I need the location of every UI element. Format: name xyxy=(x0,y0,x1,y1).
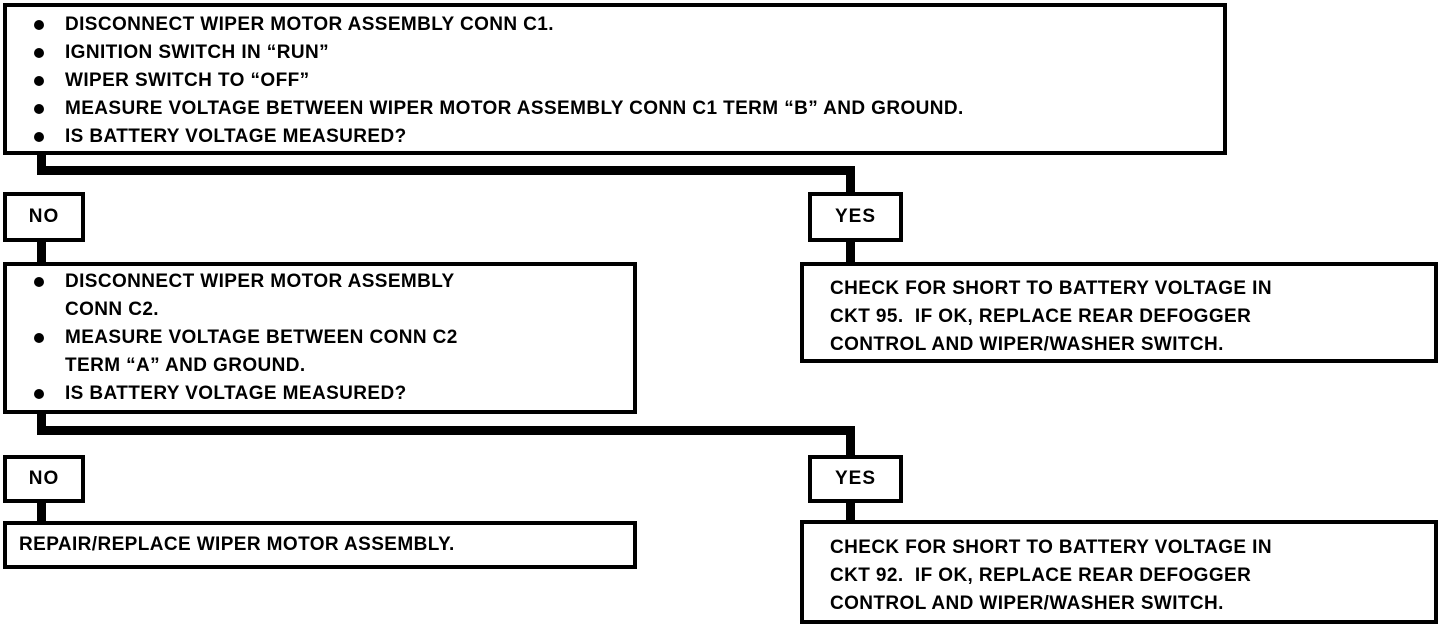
list-item: IS BATTERY VOLTAGE MEASURED? xyxy=(7,380,633,408)
branch2-yes-box: YES xyxy=(808,455,903,503)
list-item-line: WIPER SWITCH TO “OFF” xyxy=(65,70,310,91)
branch1-no-box: NO xyxy=(3,192,85,242)
bullet-icon xyxy=(34,277,44,287)
list-item: IS BATTERY VOLTAGE MEASURED? xyxy=(7,123,1223,151)
connector-line xyxy=(37,166,855,175)
result-yes-action-box: CHECK FOR SHORT TO BATTERY VOLTAGE IN CK… xyxy=(800,520,1438,624)
branch-label: NO xyxy=(28,468,60,489)
connector-line xyxy=(846,166,855,192)
action-line: CKT 92. IF OK, REPLACE REAR DEFOGGER xyxy=(830,565,1252,586)
list-item: MEASURE VOLTAGE BETWEEN WIPER MOTOR ASSE… xyxy=(7,95,1223,123)
connector-line xyxy=(37,503,46,521)
action-line: CONTROL AND WIPER/WASHER SWITCH. xyxy=(830,593,1224,614)
list-item-line: IGNITION SWITCH IN “RUN” xyxy=(65,42,329,63)
connector-line xyxy=(846,426,855,455)
step2-no-instructions-box: DISCONNECT WIPER MOTOR ASSEMBLY CONN C2.… xyxy=(3,262,637,414)
branch-label: NO xyxy=(28,206,60,227)
action-line: CKT 95. IF OK, REPLACE REAR DEFOGGER xyxy=(830,306,1252,327)
connector-line xyxy=(37,155,46,171)
list-item-line: DISCONNECT WIPER MOTOR ASSEMBLY xyxy=(65,271,455,292)
list-item: MEASURE VOLTAGE BETWEEN CONN C2 TERM “A”… xyxy=(7,324,633,380)
branch1-yes-box: YES xyxy=(808,192,903,242)
action-line: CONTROL AND WIPER/WASHER SWITCH. xyxy=(830,334,1224,355)
bullet-icon xyxy=(34,104,44,114)
action-line: REPAIR/REPLACE WIPER MOTOR ASSEMBLY. xyxy=(19,534,455,555)
list-item-line: MEASURE VOLTAGE BETWEEN WIPER MOTOR ASSE… xyxy=(65,98,964,119)
bullet-icon xyxy=(34,76,44,86)
list-item: WIPER SWITCH TO “OFF” xyxy=(7,67,1223,95)
list-item-line: IS BATTERY VOLTAGE MEASURED? xyxy=(65,126,407,147)
list-item: DISCONNECT WIPER MOTOR ASSEMBLY CONN C1. xyxy=(7,11,1223,39)
list-item-line: DISCONNECT WIPER MOTOR ASSEMBLY CONN C1. xyxy=(65,14,554,35)
bullet-icon xyxy=(34,333,44,343)
step1-instructions-box: DISCONNECT WIPER MOTOR ASSEMBLY CONN C1.… xyxy=(3,3,1227,155)
action-line: CHECK FOR SHORT TO BATTERY VOLTAGE IN xyxy=(830,537,1272,558)
list-item: IGNITION SWITCH IN “RUN” xyxy=(7,39,1223,67)
result-no-action-box: REPAIR/REPLACE WIPER MOTOR ASSEMBLY. xyxy=(3,521,637,569)
list-item-line: CONN C2. xyxy=(65,299,159,320)
list-item: DISCONNECT WIPER MOTOR ASSEMBLY CONN C2. xyxy=(7,268,633,324)
connector-line xyxy=(37,242,46,262)
bullet-icon xyxy=(34,48,44,58)
connector-line xyxy=(37,426,855,435)
list-item-line: IS BATTERY VOLTAGE MEASURED? xyxy=(65,383,407,404)
connector-line xyxy=(846,503,855,520)
list-item-line: MEASURE VOLTAGE BETWEEN CONN C2 xyxy=(65,327,458,348)
branch-label: YES xyxy=(834,468,877,489)
bullet-icon xyxy=(34,132,44,142)
action-line: CHECK FOR SHORT TO BATTERY VOLTAGE IN xyxy=(830,278,1272,299)
list-item-line: TERM “A” AND GROUND. xyxy=(65,355,306,376)
step2-yes-action-box: CHECK FOR SHORT TO BATTERY VOLTAGE IN CK… xyxy=(800,262,1438,363)
branch-label: YES xyxy=(834,206,877,227)
branch2-no-box: NO xyxy=(3,455,85,503)
connector-line xyxy=(846,242,855,262)
bullet-icon xyxy=(34,20,44,30)
connector-line xyxy=(37,414,46,431)
bullet-icon xyxy=(34,389,44,399)
